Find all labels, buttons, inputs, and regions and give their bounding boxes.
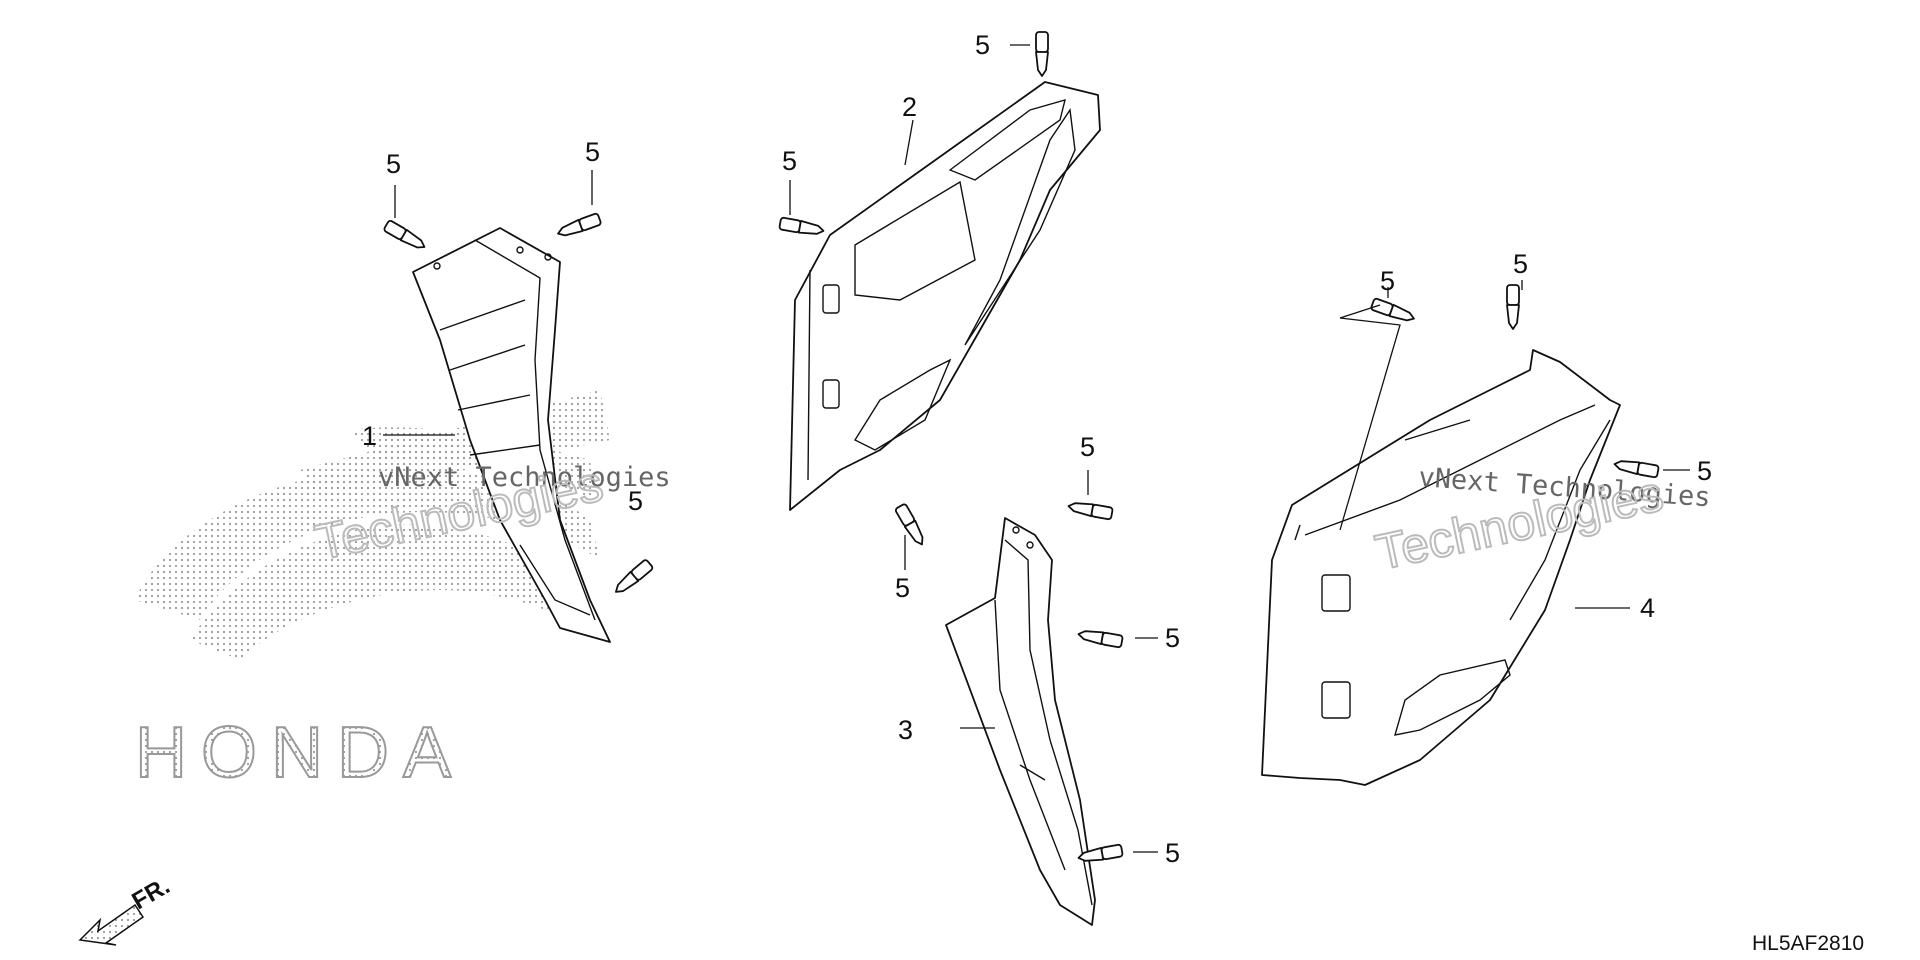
callout-clip-5: 5 [1380, 266, 1395, 296]
callout-clip-5: 5 [1165, 623, 1180, 653]
callout-clip-5: 5 [1080, 432, 1095, 462]
part-1-cover [412, 227, 611, 643]
part-2-panel [789, 81, 1101, 511]
callout-clip-5: 5 [782, 146, 797, 176]
front-arrow-icon: FR. [78, 872, 174, 946]
watermark-text: vNext Technologies [378, 462, 671, 493]
callout-clip-5: 5 [975, 30, 990, 60]
callout-part-2: 2 [902, 92, 917, 122]
clip-icon [895, 503, 924, 546]
honda-wing-logo: HONDA [134, 390, 610, 794]
clip-icon [557, 212, 602, 237]
callout-clip-5: 5 [386, 149, 401, 179]
diagram-code: HL5AF2810 [1752, 932, 1864, 955]
honda-logo-text: HONDA [135, 713, 465, 793]
callout-clip-5: 5 [1697, 456, 1712, 486]
callout-clip-5: 5 [585, 137, 600, 167]
callout-clip-5: 5 [1165, 838, 1180, 868]
callout-clip-5: 5 [895, 573, 910, 603]
clip-icon [1035, 31, 1049, 77]
leader-lines [383, 44, 1690, 853]
clip-icon [1077, 630, 1124, 649]
clip-icon [1506, 284, 1520, 330]
clip-icon [1370, 297, 1415, 322]
callout-part-1: 1 [362, 421, 377, 451]
callout-clip-5: 5 [628, 486, 643, 516]
part-4-panel [1261, 349, 1621, 786]
part-3-cover [945, 517, 1096, 926]
clip-icons [383, 31, 1660, 862]
callout-clip-5: 5 [1513, 249, 1528, 279]
clip-icon [778, 216, 825, 235]
clip-icon [383, 220, 426, 249]
clip-icon [1067, 502, 1114, 521]
clip-icon [1077, 843, 1124, 862]
callout-part-3: 3 [898, 715, 913, 745]
clip-icon [615, 559, 654, 593]
callout-part-4: 4 [1640, 593, 1655, 623]
clip-icon [1613, 460, 1660, 479]
